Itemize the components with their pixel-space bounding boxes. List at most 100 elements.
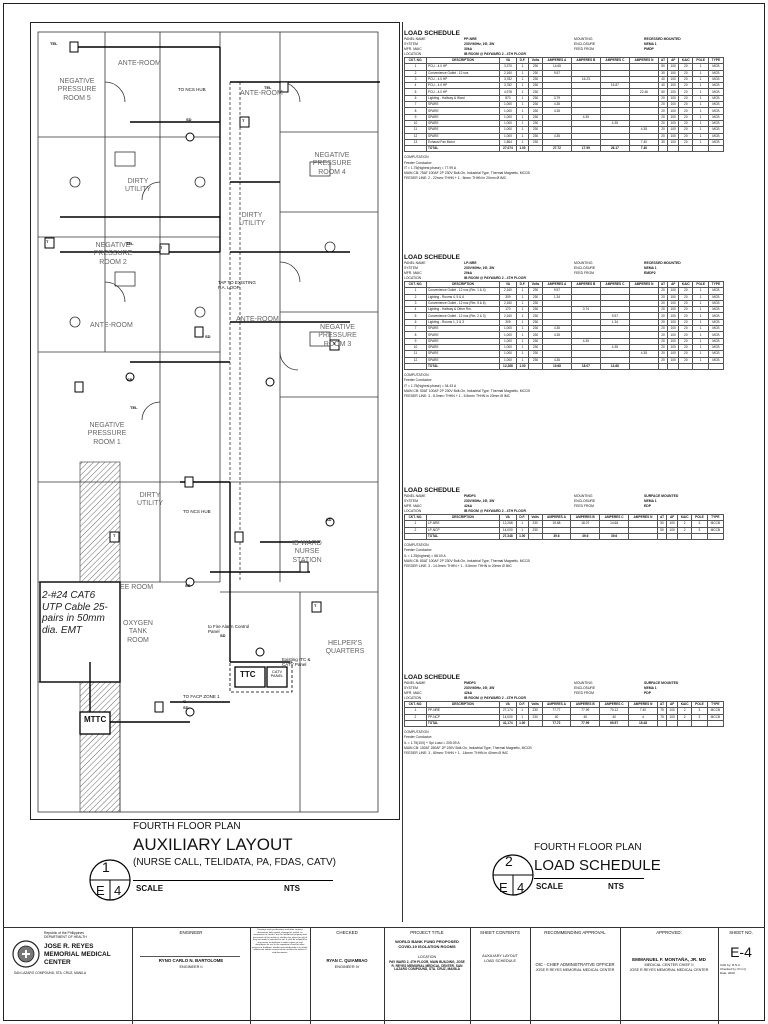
detail-sheet-no-2: 4 bbox=[517, 880, 525, 895]
meta-field: ENCLOSURE bbox=[574, 266, 596, 270]
catv-panel-label: CATV PANEL bbox=[270, 669, 284, 679]
table-cell: Lighting - Rooms 4, 5 & 6 bbox=[426, 293, 500, 301]
room-label: IB WARD NURSE STATION bbox=[292, 540, 322, 564]
total-cell: 39.6 bbox=[599, 532, 630, 541]
plan-symbol-sd: SD bbox=[220, 633, 226, 638]
load-schedule-title: LOAD SCHEDULE bbox=[404, 254, 460, 261]
note-line: MAIN CB: 80AT 100AF 2P 230V Bolt-On, Ind… bbox=[404, 558, 530, 563]
table-cell: 230 bbox=[528, 343, 543, 352]
meta-field: MFR. MAIC bbox=[404, 504, 422, 508]
meta-field: LOCATION bbox=[404, 276, 422, 280]
table-cell: 40 bbox=[657, 75, 669, 84]
table-cell: PCU - 4.0 HP bbox=[426, 63, 500, 71]
table-cell bbox=[667, 145, 680, 153]
total-cell: 27,348 bbox=[498, 532, 517, 541]
meta-field: RECESSED MOUNTED bbox=[644, 37, 681, 41]
table-cell bbox=[678, 145, 694, 153]
table-cell: 230 bbox=[528, 331, 543, 339]
plan-symbol-t: T bbox=[113, 533, 116, 538]
table-cell: 1 bbox=[515, 337, 530, 345]
title1-line2: AUXILIARY LAYOUT bbox=[133, 835, 293, 854]
engineer-label: ENGINEER bbox=[179, 930, 203, 935]
table-cell: SPARE bbox=[426, 119, 500, 128]
table-cell: MCB bbox=[707, 356, 725, 364]
plan-symbol-sd: SD bbox=[185, 583, 191, 588]
detail-number-2: 2 bbox=[505, 853, 513, 869]
meta-field: SYSTEM bbox=[404, 266, 418, 270]
location-text: PAY WARD 2, 4TH FLOOR, MAIN BUILDING, JO… bbox=[389, 960, 465, 972]
table-cell: MCB bbox=[707, 75, 725, 84]
floor-plan-drawing bbox=[37, 31, 380, 813]
meta-field: ENCLOSURE bbox=[574, 686, 596, 690]
note-line: COMPUTATION bbox=[404, 155, 429, 160]
table-cell: MCB bbox=[707, 107, 725, 115]
note-line: MAIN CB: 150AT 250AF 2P 230V Bolt-On, In… bbox=[404, 745, 532, 750]
note-line: FEEDER LINE: 3 - 14.0mm² THHN + 1 - 5.5m… bbox=[404, 564, 512, 568]
total-cell: 1.00 bbox=[515, 719, 529, 728]
table-cell: 230 bbox=[528, 306, 543, 314]
meta-field: PDP bbox=[644, 691, 651, 695]
table-cell bbox=[404, 719, 427, 728]
meta-field: ENCLOSURE bbox=[574, 42, 596, 46]
table-cell bbox=[404, 532, 427, 541]
meta-field: 230V/60Hz, 1Φ, 3W bbox=[464, 266, 495, 270]
table-cell bbox=[667, 362, 680, 371]
table-cell: 30 bbox=[657, 69, 669, 77]
title2-line1: FOURTH FLOOR PLAN bbox=[534, 842, 642, 853]
header-cell: Volts bbox=[528, 280, 543, 289]
table-cell: PCU - 4.0 HP bbox=[426, 75, 500, 84]
table-cell: 1 bbox=[515, 350, 530, 358]
table-cell: 20 bbox=[657, 299, 669, 308]
table-cell: 20 bbox=[657, 94, 669, 103]
table-cell: SPARE bbox=[426, 343, 500, 352]
meta-field: PANEL NAME bbox=[404, 261, 426, 265]
room-label: NEGATIVE PRESSURE ROOM 1 bbox=[87, 422, 127, 446]
table-cell: 20 bbox=[657, 101, 669, 109]
meta-field: 30kA bbox=[464, 47, 473, 51]
title1-rule bbox=[133, 880, 333, 881]
agency-line: Republic of the Philippines bbox=[44, 931, 84, 935]
meta-field: IB ROOM @ PAYWARD 2 - 4TH FLOOR bbox=[464, 276, 526, 280]
total-cell: TOTAL bbox=[426, 145, 500, 153]
load-schedule-title: LOAD SCHEDULE bbox=[404, 30, 460, 37]
disclaimer-text: Drawings and specifications and other co… bbox=[252, 929, 308, 954]
total-cell: 7.40 bbox=[628, 145, 659, 153]
table-cell: SPARE bbox=[426, 325, 500, 333]
table-cell: Lighting - Rooms 1, 2 & 3 bbox=[426, 318, 500, 327]
table-cell: MCB bbox=[707, 287, 725, 295]
sheet-number-label: SHEET NO. bbox=[729, 930, 753, 935]
table-cell: 1 bbox=[692, 75, 709, 84]
detail-sheet-no-1: 4 bbox=[114, 883, 122, 898]
table-cell: 1 bbox=[515, 101, 530, 109]
meta-field: SURFACE MOUNTED bbox=[644, 494, 679, 498]
plan-symbol-t: T bbox=[314, 603, 317, 608]
meta-field: PMDP3 bbox=[464, 681, 476, 685]
recommending-org: JOSE R REYES MEMORIAL MEDICAL CENTER bbox=[535, 968, 615, 972]
titleblock-divider bbox=[620, 927, 621, 1024]
table-cell: 230 bbox=[528, 69, 543, 77]
hospital-address: SAN LAZARO COMPOUND, STA. CRUZ, MANILA bbox=[14, 971, 87, 975]
table-cell: 1 bbox=[692, 293, 709, 301]
table-cell: 1 bbox=[515, 69, 530, 77]
table-cell: Convenience Outlet - 12 nos (Rm. 2 & 3) bbox=[426, 312, 500, 320]
total-cell: 26.17 bbox=[599, 145, 630, 153]
meta-field: LOCATION bbox=[404, 696, 422, 700]
table-cell: 230 bbox=[528, 88, 543, 96]
header-cell: DESCRIPTION bbox=[426, 280, 500, 289]
table-cell: 230 bbox=[528, 94, 543, 103]
table-cell: 230 bbox=[528, 293, 543, 301]
plan-note: to Fire Alarm Control Panel bbox=[208, 624, 250, 635]
header-cell: TYPE bbox=[707, 280, 725, 289]
plan-note: Existing ITC & CATV Panel bbox=[282, 657, 311, 668]
header-cell: D.F. bbox=[515, 280, 530, 289]
approved-role: MEDICAL CENTER CHIEF II bbox=[644, 963, 694, 967]
